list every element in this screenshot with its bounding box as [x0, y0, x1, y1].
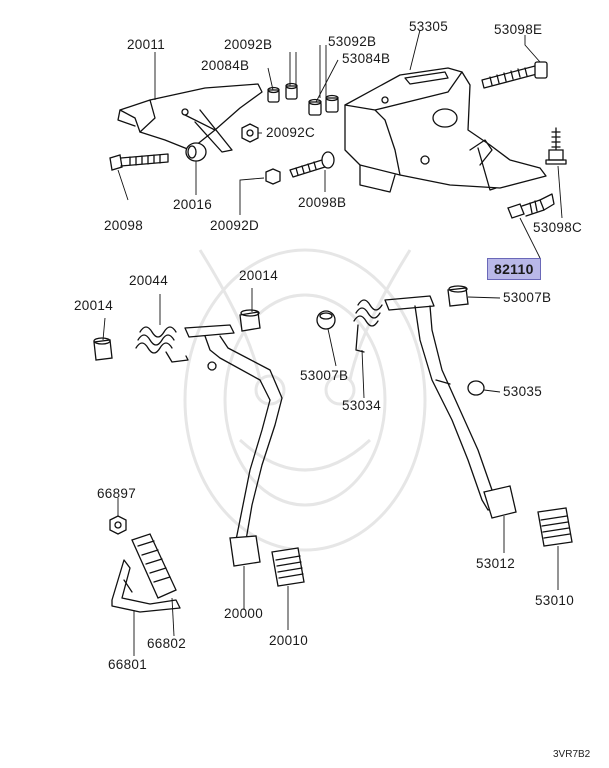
- part-20014-bushing-left: [93, 337, 113, 361]
- part-53084B-washer: [308, 98, 322, 116]
- part-20098B-bolt: [289, 151, 335, 178]
- label-20014-left: 20014: [74, 298, 114, 313]
- label-20098B: 20098B: [298, 195, 347, 210]
- part-66801-bracket: [111, 559, 181, 613]
- label-20016: 20016: [173, 197, 213, 212]
- figure-code: 3VR7B2: [553, 749, 591, 760]
- part-53012-pedal-pad: [483, 485, 517, 519]
- watermark-emblem: [183, 248, 427, 552]
- leader-lines: [102, 29, 563, 656]
- part-20011-bracket: [117, 83, 263, 153]
- label-66802: 66802: [147, 636, 187, 651]
- label-20092D: 20092D: [210, 218, 260, 233]
- part-53098E-bolt: [481, 61, 548, 89]
- part-20044-spring: [135, 326, 189, 363]
- part-53098C-screw: [545, 127, 567, 165]
- label-53007B-left: 53007B: [300, 368, 349, 383]
- label-66897: 66897: [97, 486, 137, 501]
- part-20014-bushing-right: [239, 309, 261, 332]
- label-53007B-right: 53007B: [503, 290, 552, 305]
- part-53092B-nut: [325, 94, 339, 113]
- label-82110-highlighted[interactable]: 82110: [487, 258, 541, 280]
- label-53092B: 53092B: [328, 34, 377, 49]
- part-20084B-washer: [267, 86, 280, 103]
- part-53007B-bushing-left: [316, 310, 336, 330]
- part-20092B-nut: [285, 82, 298, 100]
- label-53035: 53035: [503, 384, 543, 399]
- part-20010-pad-cover: [271, 547, 305, 587]
- part-20092D-nut: [265, 168, 281, 185]
- label-20044: 20044: [129, 273, 169, 288]
- label-20092B: 20092B: [224, 37, 273, 52]
- part-53034-spring: [353, 299, 383, 353]
- part-20092C-nut: [241, 123, 259, 143]
- label-20092C: 20092C: [266, 125, 316, 140]
- label-53098C: 53098C: [533, 220, 583, 235]
- part-20098-bolt: [109, 153, 169, 171]
- label-53010: 53010: [535, 593, 575, 608]
- part-66802-accelerator-pedal: [131, 533, 177, 599]
- label-20084B: 20084B: [201, 58, 250, 73]
- label-53098E: 53098E: [494, 22, 543, 37]
- part-53007B-bushing-right: [447, 285, 469, 307]
- label-20014-right: 20014: [239, 268, 279, 283]
- part-53305-bracket: [344, 67, 547, 193]
- label-53305: 53305: [409, 19, 449, 34]
- part-20016-bushing: [185, 142, 207, 162]
- label-20000: 20000: [224, 606, 264, 621]
- part-53035-stopper: [467, 380, 485, 396]
- label-53012: 53012: [476, 556, 516, 571]
- label-20010: 20010: [269, 633, 309, 648]
- part-53010-pad-cover: [537, 507, 573, 547]
- part-53012-pedal-arm: [384, 295, 499, 511]
- label-20011: 20011: [127, 37, 166, 52]
- part-20000-pedal-pad: [229, 535, 261, 567]
- label-53084B: 53084B: [342, 51, 391, 66]
- part-66897-nut: [109, 515, 127, 535]
- label-66801: 66801: [108, 657, 148, 672]
- part-82110-switch: [507, 193, 555, 219]
- label-53034: 53034: [342, 398, 382, 413]
- label-20098: 20098: [104, 218, 144, 233]
